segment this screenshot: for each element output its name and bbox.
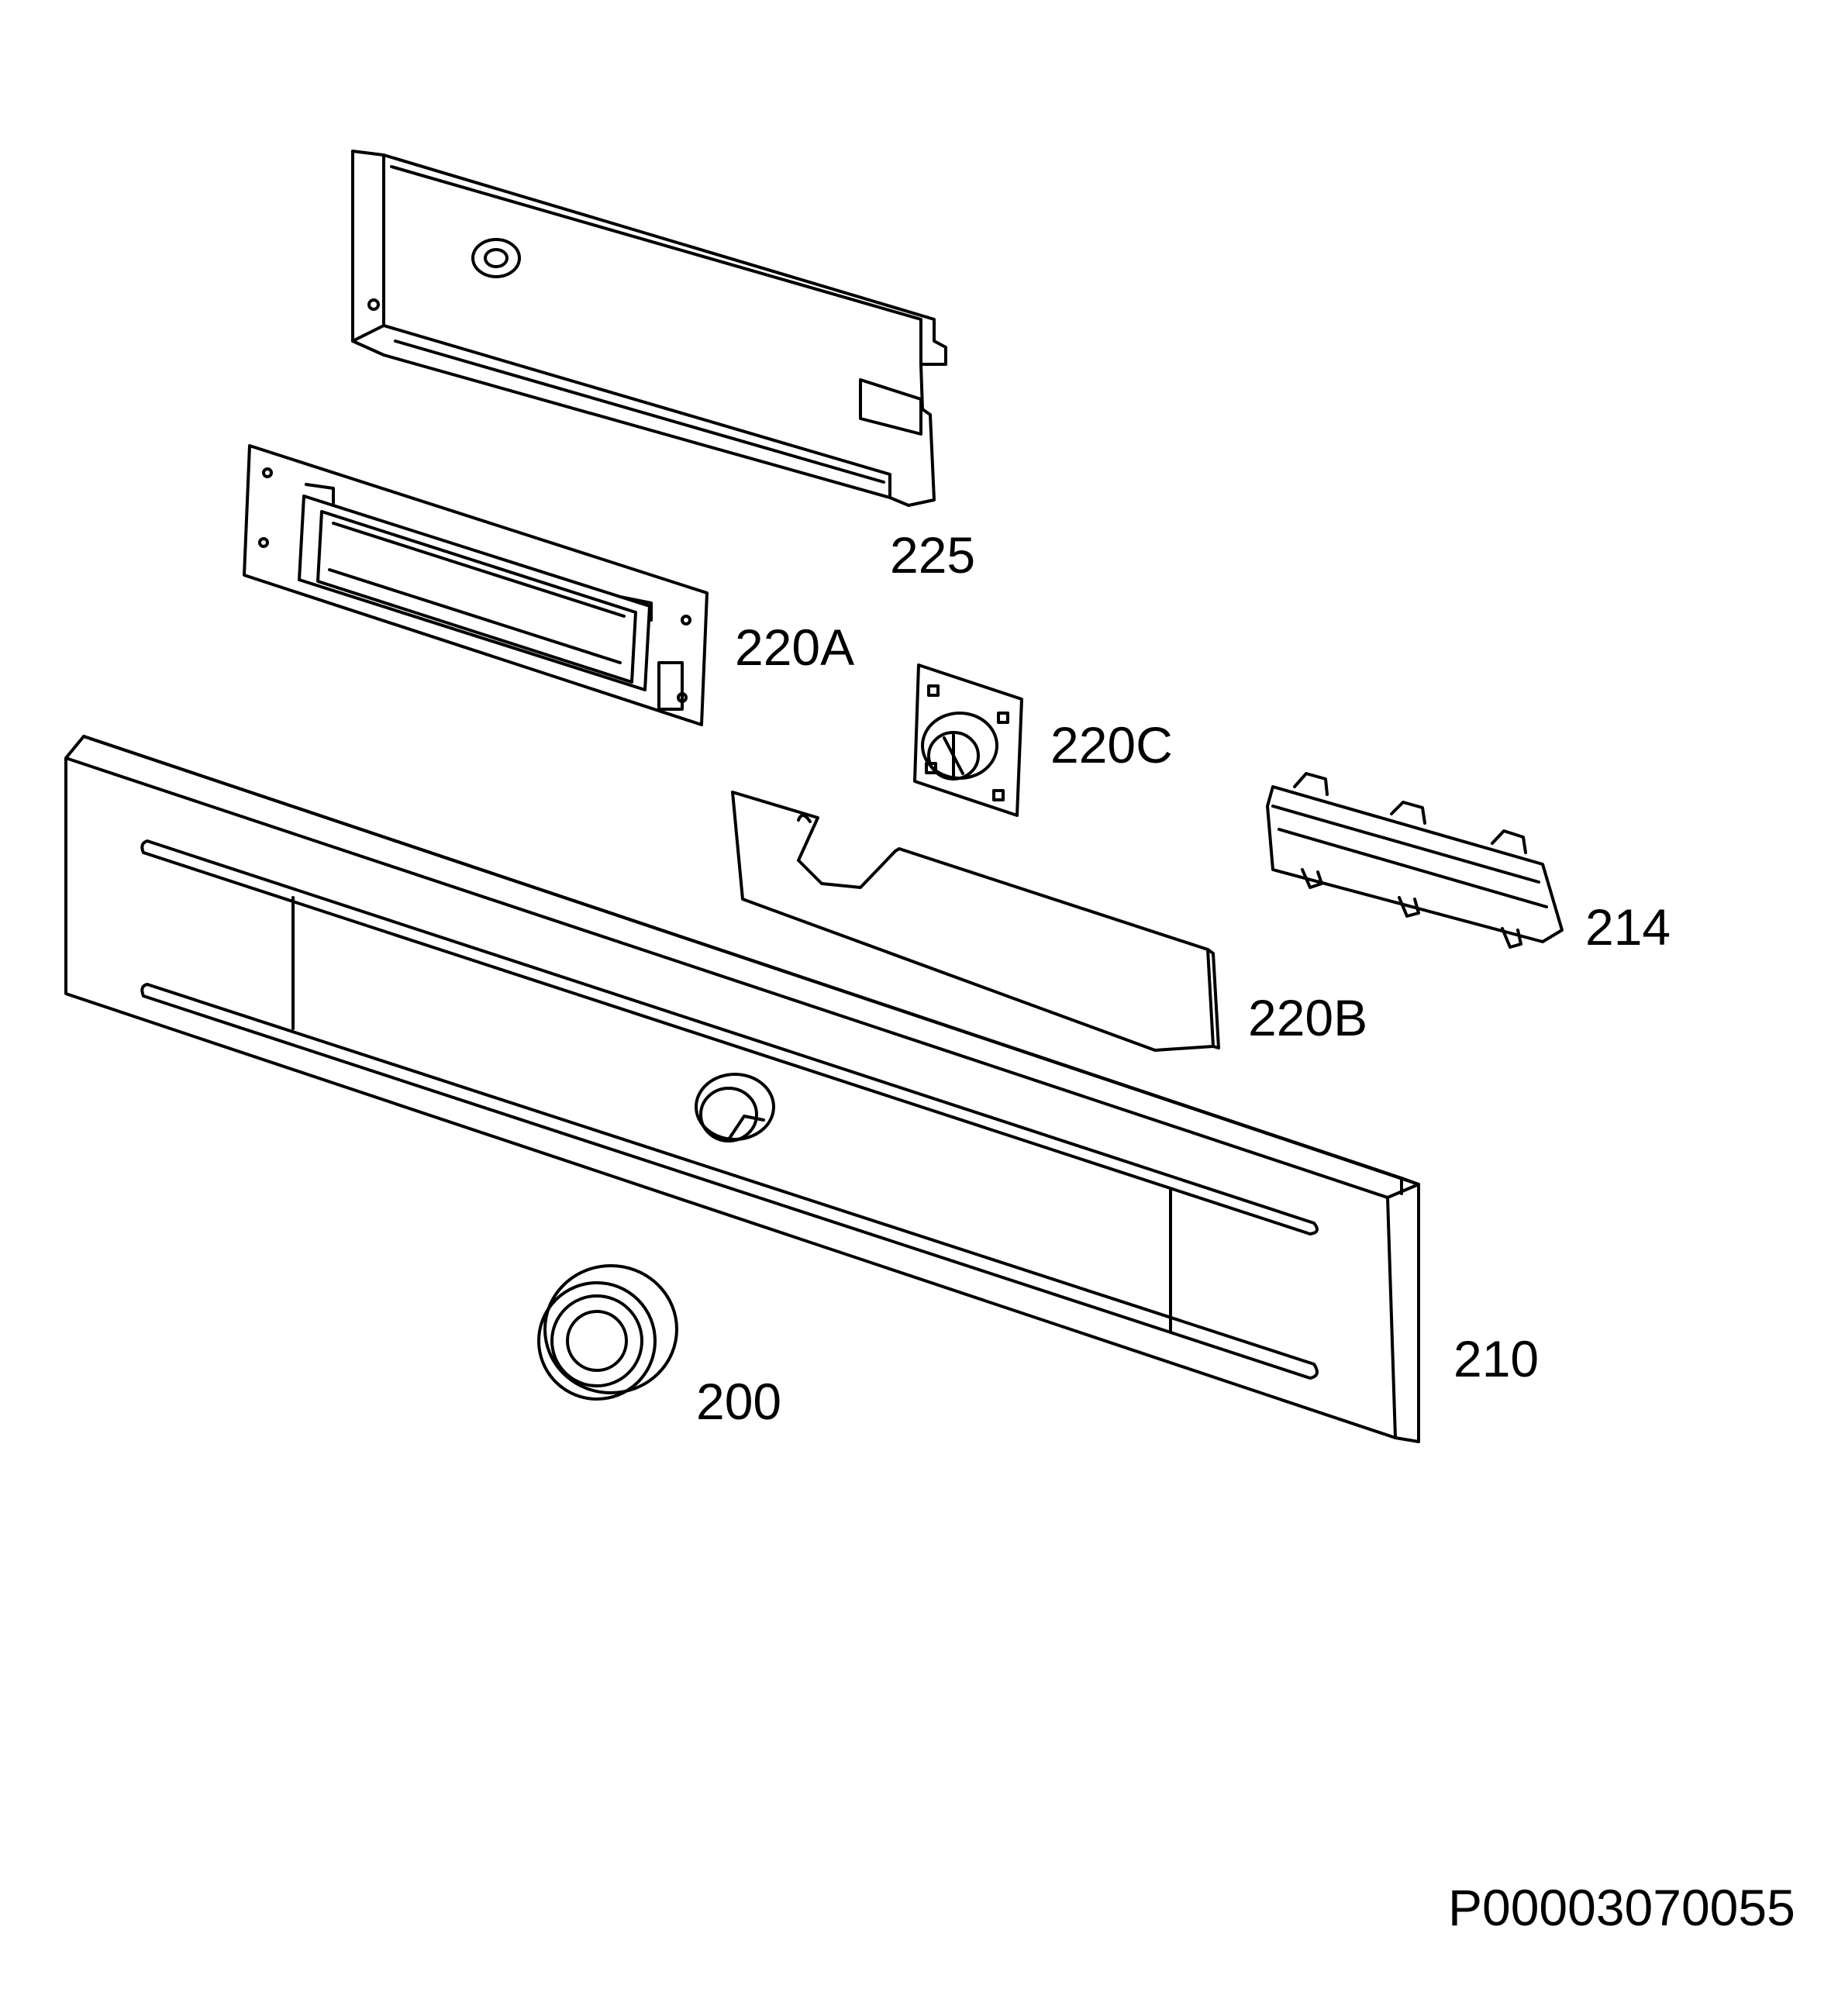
callout-214: 214: [1585, 898, 1671, 956]
part-220A-display-board: [243, 444, 709, 726]
callout-220A: 220A: [735, 619, 855, 676]
part-220B-overlay-sheet: [731, 791, 1220, 1052]
part-210-control-panel: [64, 735, 1420, 1443]
callout-220C: 220C: [1050, 716, 1173, 774]
callout-200: 200: [696, 1373, 782, 1430]
document-id: P00003070055: [1448, 1879, 1795, 1936]
part-214-clip-bracket: [1266, 772, 1564, 949]
part-220C-encoder: [913, 663, 1023, 817]
part-225-housing: [351, 150, 947, 507]
callout-220B: 220B: [1248, 989, 1368, 1046]
part-200-knob: [537, 1264, 678, 1401]
callout-225: 225: [890, 526, 976, 584]
callout-210: 210: [1453, 1330, 1540, 1387]
